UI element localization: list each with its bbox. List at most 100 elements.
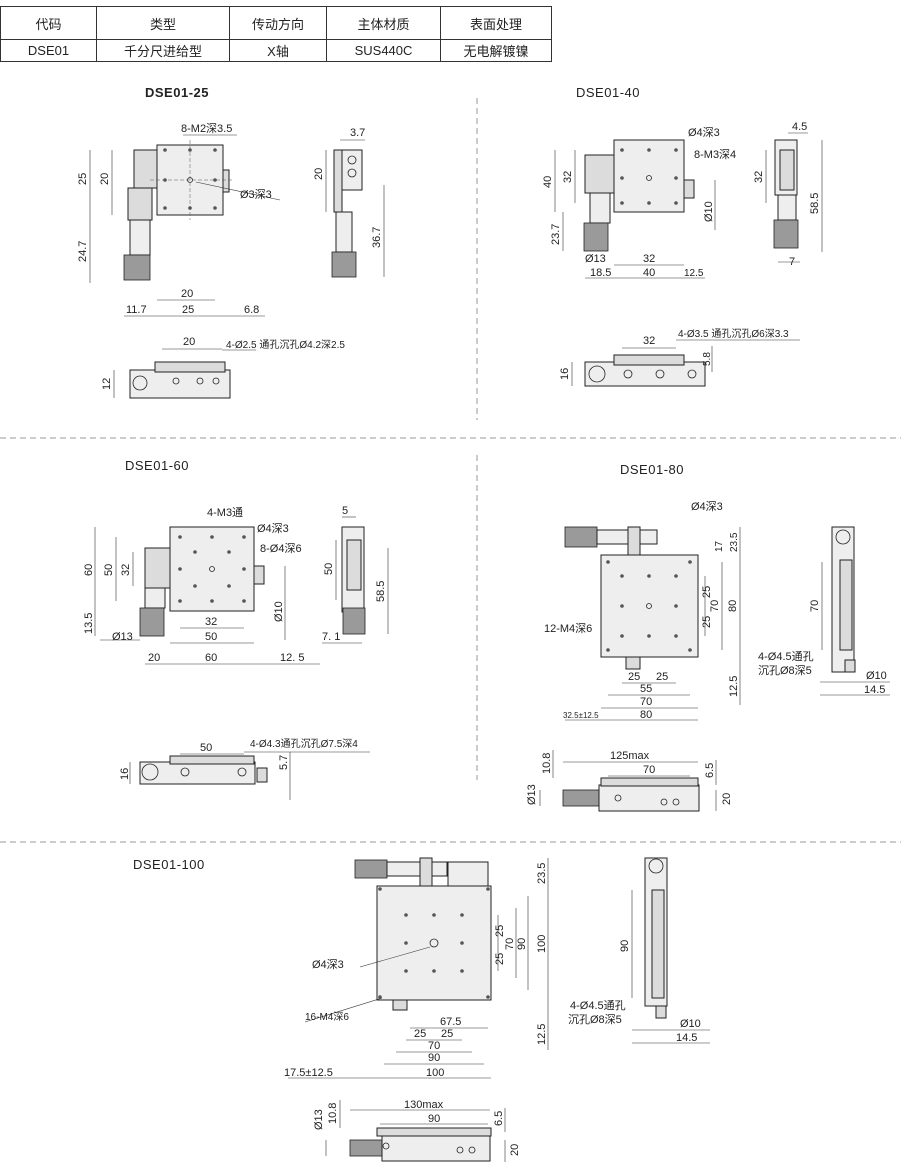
dim-40-d10: Ø10	[703, 201, 715, 222]
dim-100-bottom65: 6.5	[493, 1111, 505, 1126]
cell-type: 千分尺进给型	[96, 39, 230, 62]
dim-100-h70: 70	[504, 938, 516, 950]
dse01-60-side-view	[322, 516, 389, 644]
dim-60-w50: 50	[205, 631, 217, 643]
dim-100-bottom90: 90	[428, 1113, 440, 1125]
dim-100-side145: 14.5	[676, 1032, 697, 1044]
dim-80-side-d10: Ø10	[866, 670, 887, 682]
dim-40-d13: Ø13	[585, 253, 606, 265]
dim-60-hole4: Ø4深3	[257, 522, 289, 535]
dse01-100-front-view	[288, 857, 549, 1079]
dim-25-w68: 6.8	[244, 304, 259, 316]
dim-40-bottom16: 16	[559, 368, 571, 380]
dim-25-side37: 3.7	[350, 127, 365, 139]
dim-100-side-holes1: 4-Ø4.5通孔	[570, 999, 626, 1012]
dim-60-side585: 58.5	[375, 581, 387, 602]
dim-100-h90: 90	[516, 938, 528, 950]
spec-table-header: 代码 类型 传动方向 主体材质 表面处理	[0, 6, 552, 40]
dim-80-w55: 55	[640, 683, 652, 695]
cell-material: SUS440C	[326, 39, 441, 62]
dim-40-side32: 32	[753, 171, 765, 183]
dim-100-w175: 17.5±12.5	[284, 1067, 333, 1079]
dim-25-h25: 25	[77, 173, 89, 185]
dim-60-h135: 13.5	[83, 613, 95, 634]
dim-80-side-holes1: 4-Ø4.5通孔	[758, 650, 814, 663]
dim-100-h25b: 25	[494, 953, 506, 965]
dim-80-w325: 32.5±12.5	[563, 711, 599, 720]
header-type: 类型	[96, 6, 230, 40]
dim-25-h20: 20	[99, 173, 111, 185]
dim-40-side45: 4.5	[792, 121, 807, 133]
header-material: 主体材质	[326, 6, 441, 40]
dim-60-bottom57: 5.7	[278, 755, 290, 770]
dse01-40-side-view	[765, 132, 823, 263]
dim-80-w25b: 25	[656, 671, 668, 683]
dim-60-h50: 50	[103, 564, 115, 576]
dim-25-side20: 20	[313, 168, 325, 180]
dse01-60-bottom-view	[129, 751, 370, 800]
dse01-25-side-view	[325, 139, 385, 278]
dim-40-side7: 7	[789, 256, 795, 268]
dim-100-h235: 23.5	[536, 863, 548, 884]
dim-80-bottom70: 70	[643, 764, 655, 776]
dse01-100-side-view	[631, 857, 710, 1044]
dim-60-side50: 50	[323, 563, 335, 575]
dim-80-bottom65: 6.5	[704, 763, 716, 778]
dim-100-side-d10: Ø10	[680, 1018, 701, 1030]
dim-25-w20: 20	[181, 288, 193, 300]
dim-80-h25b: 25	[701, 616, 713, 628]
dim-25-h247: 24.7	[77, 241, 89, 262]
dim-60-bottom-holes: 4-Ø4.3通孔沉孔Ø7.5深4	[250, 737, 358, 750]
dim-80-m4: 12-M4深6	[544, 622, 592, 635]
dim-80-bottom-d13: Ø13	[526, 784, 538, 805]
dim-80-h80: 80	[727, 600, 739, 612]
dim-80-h25a: 25	[701, 586, 713, 598]
dim-100-h100: 100	[536, 935, 548, 953]
dse01-60-front-view	[94, 526, 320, 665]
dim-25-w117: 11.7	[126, 304, 147, 316]
dim-40-w125: 12.5	[684, 268, 704, 279]
dim-80-h235: 23.5	[729, 532, 740, 552]
dim-100-w25b: 25	[441, 1028, 453, 1040]
dim-60-bottom50: 50	[200, 742, 212, 754]
title-dse01-40: DSE01-40	[576, 85, 640, 100]
dim-25-side367: 36.7	[371, 227, 383, 248]
dim-80-h125: 12.5	[728, 676, 740, 697]
title-dse01-80: DSE01-80	[620, 462, 684, 477]
dim-60-side5: 5	[342, 505, 348, 517]
dim-100-bottom-d13: Ø13	[313, 1109, 325, 1130]
header-code: 代码	[0, 6, 97, 40]
title-dse01-60: DSE01-60	[125, 458, 189, 473]
dim-80-h17: 17	[714, 540, 725, 552]
spec-table-row: DSE01 千分尺进给型 X轴 SUS440C 无电解镀镍	[0, 39, 552, 62]
dim-60-w32: 32	[205, 616, 217, 628]
dim-60-hole8: 8-Ø4深6	[260, 542, 302, 555]
dim-100-bottom130max: 130max	[404, 1099, 444, 1111]
dim-40-w32: 32	[643, 253, 655, 265]
dim-25-bottom-holes: 4-Ø2.5 通孔沉孔Ø4.2深2.5	[226, 338, 345, 351]
dim-80-w70: 70	[640, 696, 652, 708]
dim-25-bottom12: 12	[101, 378, 113, 390]
dim-40-hole4: Ø4深3	[688, 126, 720, 139]
dim-25-hole3: Ø3深3	[240, 188, 272, 201]
dim-80-hole4: Ø4深3	[691, 500, 723, 513]
header-surface: 表面处理	[440, 6, 552, 40]
cell-surface: 无电解镀镍	[440, 39, 552, 62]
dim-25-w25: 25	[182, 304, 194, 316]
dim-100-hole4: Ø4深3	[312, 958, 344, 971]
dse01-40-bottom-view	[571, 339, 800, 387]
dim-40-bottom32: 32	[643, 335, 655, 347]
dim-100-h125: 12.5	[536, 1024, 548, 1045]
dim-80-h70: 70	[709, 600, 721, 612]
dim-40-bottom58: 5.8	[702, 352, 713, 366]
dim-60-d13: Ø13	[112, 631, 133, 643]
dim-80-side70: 70	[809, 600, 821, 612]
dim-100-side90: 90	[619, 940, 631, 952]
dim-60-bottom16: 16	[119, 768, 131, 780]
cell-direction: X轴	[229, 39, 327, 62]
dim-25-bottom20: 20	[183, 336, 195, 348]
dim-60-w60: 60	[205, 652, 217, 664]
dim-40-h237: 23.7	[550, 224, 562, 245]
dim-100-w25a: 25	[414, 1028, 426, 1040]
